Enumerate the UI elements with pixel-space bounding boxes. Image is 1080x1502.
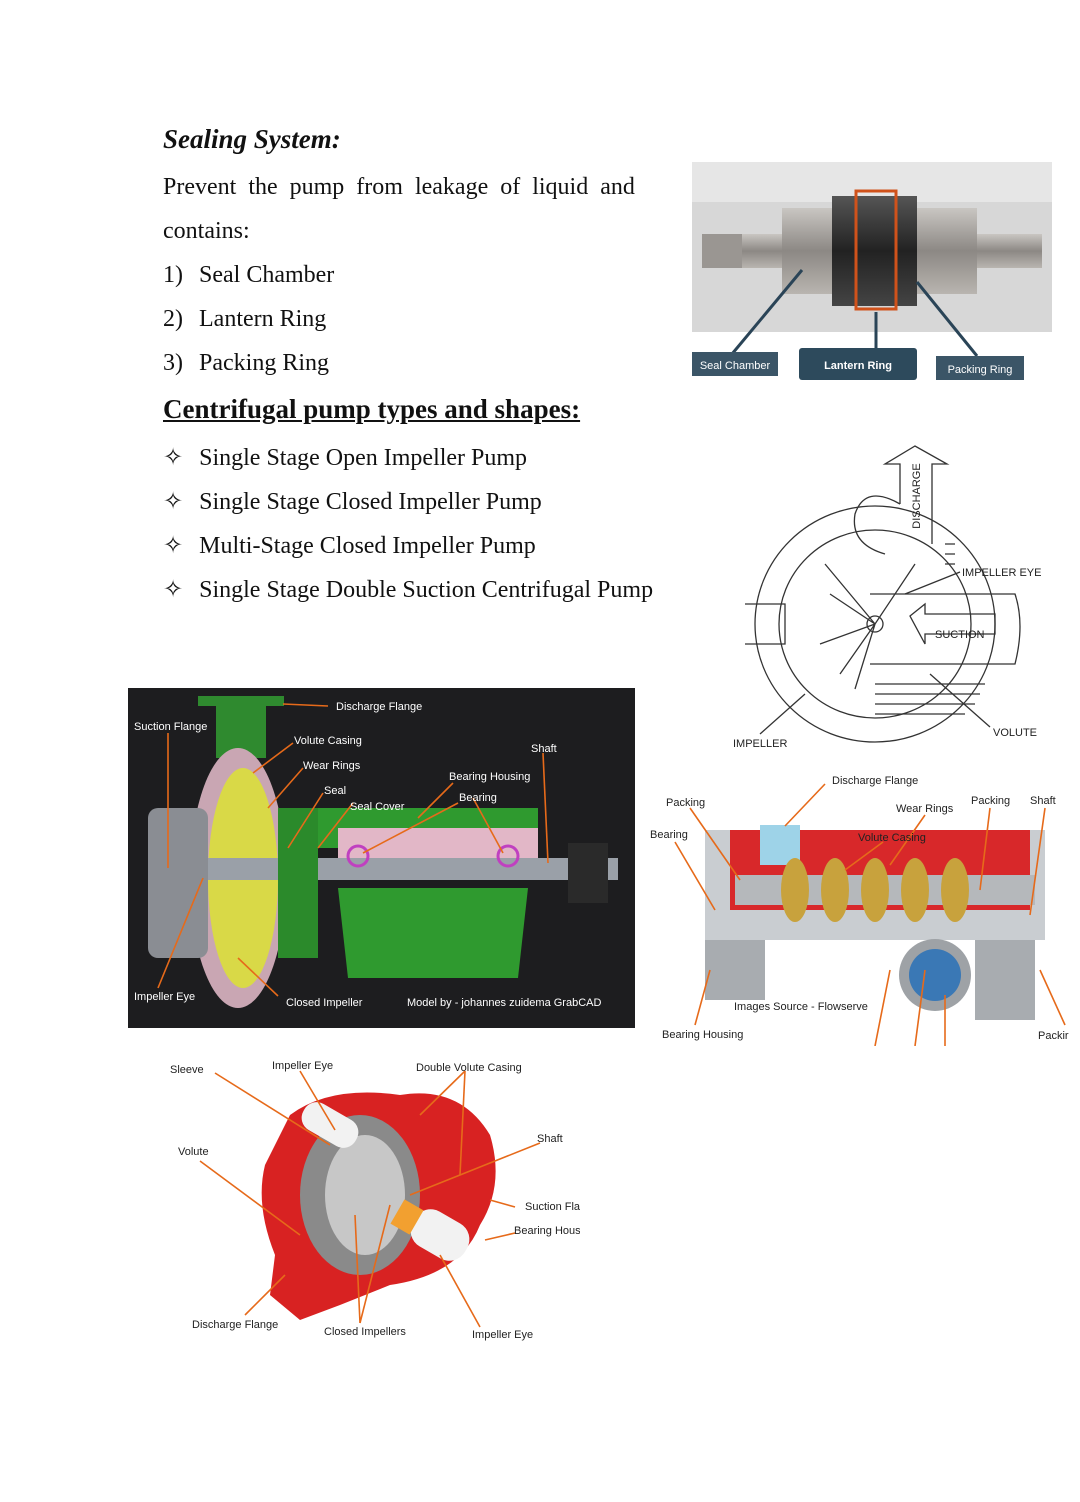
types-item: ✧ Single Stage Open Impeller Pump (163, 443, 527, 472)
suction-label: SUCTION (935, 629, 985, 641)
impeller-label: IMPELLER (733, 738, 787, 750)
sealing-item: 2) Lantern Ring (163, 306, 326, 333)
item-number: 1) (163, 262, 183, 288)
item-text: Multi-Stage Closed Impeller Pump (199, 533, 536, 559)
bearing-label: Bearing (459, 792, 497, 804)
bearing-housing-label: Bearing Housing (662, 1029, 743, 1041)
discharge-flange-label: Discharge Flange (832, 775, 918, 787)
types-item: ✧ Single Stage Double Suction Centrifugal… (163, 575, 653, 604)
impeller-eye-bottom-label: Impeller Eye (472, 1329, 533, 1341)
types-item: ✧ Single Stage Closed Impeller Pump (163, 487, 542, 516)
discharge-flange-label: Discharge Flange (336, 701, 422, 713)
shaft-label: Shaft (531, 743, 557, 755)
sparkle-bullet-icon: ✧ (163, 577, 184, 603)
sealing-intro-line2: contains: (163, 218, 250, 244)
closed-impellers-label: Closed Impellers (324, 1326, 406, 1338)
volute-casing-label: Volute Casing (858, 832, 926, 844)
item-text: Seal Chamber (199, 262, 335, 288)
shaft-label: Shaft (537, 1133, 563, 1145)
shaft-label: Shaft (1030, 795, 1056, 807)
volute-label: Volute (178, 1146, 209, 1158)
double-suction-pump-figure: Sleeve Impeller Eye Double Volute Casing… (170, 1060, 580, 1341)
item-text: Single Stage Double Suction Centrifugal … (199, 577, 654, 603)
wear-rings-label: Wear Rings (896, 803, 954, 815)
impeller-eye-figure: DISCHARGE IMPELLER EYE SUCTION IMPELLER … (733, 445, 1041, 750)
lantern-ring-tag (799, 348, 917, 380)
volute-casing-label: Volute Casing (294, 735, 362, 747)
sparkle-bullet-icon: ✧ (163, 489, 184, 515)
bearing-housing-label: Bearing Hous (514, 1225, 580, 1237)
sealing-item: 1) Seal Chamber (163, 262, 334, 289)
packing-right-label: Packing (971, 795, 1010, 807)
source-label: Images Source - Flowserve (734, 1001, 868, 1013)
sealing-title: Sealing System: (163, 124, 341, 154)
item-text: Lantern Ring (199, 306, 327, 332)
sealing-intro-line1: Prevent the pump from leakage of liquid … (163, 174, 635, 200)
discharge-label: DISCHARGE (911, 463, 923, 528)
suction-flange-label: Suction Fla (525, 1201, 580, 1213)
impeller-eye-label: Impeller Eye (134, 991, 195, 1003)
item-number: 2) (163, 306, 183, 332)
item-text: Packing Ring (199, 350, 329, 376)
lantern-ring-label: Lantern Ring (824, 360, 892, 372)
sparkle-bullet-icon: ✧ (163, 445, 184, 471)
credit-label: Model by - johannes zuidema GrabCAD (407, 997, 601, 1009)
discharge-flange-label: Discharge Flange (192, 1319, 278, 1331)
bearing-label: Bearing (650, 829, 688, 841)
wear-rings-label: Wear Rings (303, 760, 361, 772)
seal-chamber-tag (692, 352, 778, 376)
double-volute-casing-label: Double Volute Casing (416, 1062, 522, 1074)
multi-stage-pump-figure: Discharge Flange Packing Wear Rings Pack… (650, 775, 1069, 1046)
sparkle-bullet-icon: ✧ (163, 533, 184, 559)
packing-ring-label: Packing Ring (948, 364, 1013, 376)
sealing-item: 3) Packing Ring (163, 350, 329, 377)
impeller-eye-label: IMPELLER EYE (962, 567, 1041, 579)
single-stage-pump-figure: Discharge Flange Suction Flange Volute C… (128, 688, 635, 1028)
sleeve-label: Sleeve (170, 1064, 204, 1076)
volute-label: VOLUTE (993, 727, 1037, 739)
seal-label: Seal (324, 785, 346, 797)
item-text: Single Stage Closed Impeller Pump (199, 489, 542, 515)
impeller-eye-top-label: Impeller Eye (272, 1060, 333, 1072)
suction-flange-label: Suction Flange (134, 721, 207, 733)
types-item: ✧ Multi-Stage Closed Impeller Pump (163, 531, 536, 560)
seal-cover-label: Seal Cover (350, 801, 405, 813)
packing-left-label: Packing (666, 797, 705, 809)
packing-cut-label: Packir (1038, 1030, 1069, 1042)
seal-chamber-label: Seal Chamber (700, 360, 771, 372)
item-number: 3) (163, 350, 183, 376)
bearing-housing-label: Bearing Housing (449, 771, 530, 783)
seal-system-figure: Seal Chamber Lantern Ring Packing Ring (692, 162, 1052, 380)
types-title: Centrifugal pump types and shapes: (163, 394, 581, 424)
item-text: Single Stage Open Impeller Pump (199, 445, 528, 471)
packing-ring-tag (936, 356, 1024, 380)
closed-impeller-label: Closed Impeller (286, 997, 363, 1009)
